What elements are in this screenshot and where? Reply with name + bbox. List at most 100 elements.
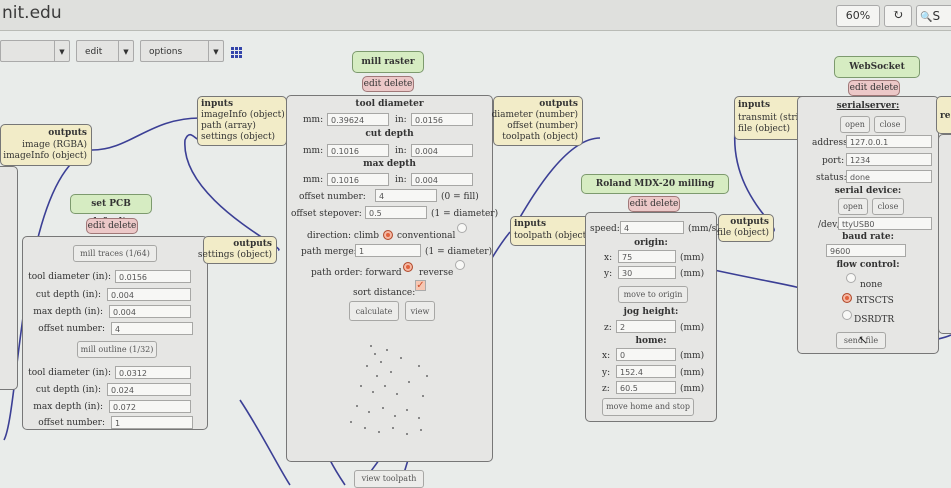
speed-field[interactable]: 4 (620, 221, 684, 234)
calculate-button[interactable]: calculate (349, 301, 399, 321)
tool-diameter-in-field[interactable]: 0.0156 (411, 113, 473, 126)
offset-number-field[interactable]: 4 (375, 189, 437, 202)
origin-y-field[interactable]: 30 (618, 266, 676, 279)
serialserver-open-button[interactable]: open (840, 116, 870, 133)
serial-device-open-button[interactable]: open (838, 198, 868, 215)
jog-height-heading: jog height: (623, 307, 679, 317)
speed-label: speed: (590, 224, 620, 234)
offset-number-field[interactable]: 4 (111, 322, 193, 335)
path-order-reverse-radio[interactable] (455, 260, 465, 270)
direction-conventional-radio[interactable] (457, 223, 467, 233)
serial-device-close-button[interactable]: close (872, 198, 904, 215)
home-z-field[interactable]: 60.5 (616, 381, 676, 394)
move-to-origin-button[interactable]: move to origin (618, 286, 688, 303)
dev-field[interactable]: ttyUSB0 (838, 217, 932, 230)
flow-dsrdtr-radio[interactable] (842, 310, 852, 320)
tool-diameter-field-2[interactable]: 0.0312 (115, 366, 191, 379)
tool-diameter-mm-field[interactable]: 0.39624 (327, 113, 389, 126)
inputs-heading: inputs (738, 100, 771, 110)
tool-diameter-field[interactable]: 0.0156 (115, 270, 191, 283)
options-select[interactable]: options▼ (140, 40, 224, 62)
set-pcb-outputs-panel: outputs settings (object) (198, 236, 277, 264)
max-depth-in-field[interactable]: 0.004 (411, 173, 473, 186)
home-heading: home: (635, 336, 667, 346)
zoom-level-button[interactable]: 60% (836, 5, 880, 27)
offset-number-hint: (0 = fill) (441, 192, 479, 202)
roland-mdx20-panel: speed: 4 (mm/s) origin: x: 75 (mm) y: 30… (585, 212, 720, 422)
mm-unit: (mm) (680, 253, 705, 263)
output-port-image[interactable]: image (RGBA) (22, 140, 87, 150)
websocket-serial-title[interactable]: WebSocket serial (834, 56, 920, 92)
output-port-imageinfo[interactable]: imageInfo (object) (3, 151, 87, 161)
cut-depth-field-2[interactable]: 0.024 (107, 383, 191, 396)
path-merge-field[interactable]: 1 (355, 244, 421, 257)
cut-depth-in-field[interactable]: 0.004 (411, 144, 473, 157)
offset-stepover-field[interactable]: 0.5 (365, 206, 427, 219)
edit-select[interactable]: edit▼ (76, 40, 134, 62)
cut-depth-mm-field[interactable]: 0.1016 (327, 144, 389, 157)
in-label: in: (395, 175, 407, 185)
search-field[interactable]: 🔍S (916, 5, 951, 27)
direction-climb-radio[interactable] (383, 230, 393, 240)
view-toolpath-button[interactable]: view toolpath (354, 470, 424, 488)
input-port-transmit[interactable]: transmit (string) (738, 113, 814, 123)
mm-unit: (mm) (680, 384, 705, 394)
flow-rtscts-radio[interactable] (842, 293, 852, 303)
output-port-settings[interactable]: settings (object) (197, 250, 272, 260)
home-x-field[interactable]: 0 (616, 348, 676, 361)
input-port-file[interactable]: file (object) (738, 124, 791, 134)
reload-icon[interactable]: ↻ (884, 5, 912, 27)
home-y-field[interactable]: 152.4 (616, 365, 676, 378)
mill-raster-edit-delete-button[interactable]: edit delete (362, 76, 414, 92)
grid-icon[interactable] (231, 47, 243, 59)
dev-label: /dev/ (818, 220, 841, 230)
mill-traces-button[interactable]: mill traces (1/64) (73, 245, 157, 262)
set-pcb-edit-delete-button[interactable]: edit delete (86, 218, 138, 234)
mill-raster-2d-title[interactable]: mill raster 2D (352, 51, 424, 87)
address-bar-url[interactable]: nit.edu (2, 3, 62, 23)
port-field[interactable]: 1234 (846, 153, 932, 166)
mm-label: mm: (303, 115, 324, 125)
y-label: y: (602, 368, 611, 378)
sort-distance-checkbox[interactable]: ✓ (415, 280, 426, 291)
baud-rate-field[interactable]: 9600 (826, 244, 906, 257)
input-port-path[interactable]: path (array) (201, 121, 256, 131)
x-label: x: (602, 351, 611, 361)
module-select[interactable]: ▼ (0, 40, 70, 62)
mill-raster-outputs-panel: outputs diameter (number) offset (number… (491, 96, 583, 146)
jog-z-field[interactable]: 2 (616, 320, 676, 333)
move-home-and-stop-button[interactable]: move home and stop (602, 398, 694, 416)
input-port-settings[interactable]: settings (object) (201, 132, 276, 142)
offset-stepover-label: offset stepover: (291, 209, 362, 219)
max-depth-field[interactable]: 0.004 (109, 305, 191, 318)
flow-rtscts-label: RTSCTS (856, 296, 894, 306)
max-depth-mm-field[interactable]: 0.1016 (327, 173, 389, 186)
roland-mdx20-title[interactable]: Roland MDX-20 milling machine (581, 174, 729, 207)
search-icon: 🔍 (920, 12, 933, 23)
max-depth-field-2[interactable]: 0.072 (109, 400, 191, 413)
serialserver-close-button[interactable]: close (874, 116, 906, 133)
right-edge-fragment: re (940, 111, 951, 121)
cut-depth-field[interactable]: 0.004 (107, 288, 191, 301)
path-order-forward-radio[interactable] (403, 262, 413, 272)
y-label: y: (604, 269, 613, 279)
roland-edit-delete-button[interactable]: edit delete (628, 196, 680, 212)
output-port-diameter[interactable]: diameter (number) (491, 110, 578, 120)
flow-control-heading: flow control: (836, 260, 900, 270)
mill-outline-button[interactable]: mill outline (1/32) (77, 341, 157, 358)
output-port-toolpath[interactable]: toolpath (object) (502, 132, 578, 142)
origin-x-field[interactable]: 75 (618, 250, 676, 263)
view-button[interactable]: view (405, 301, 435, 321)
websocket-edit-delete-button[interactable]: edit delete (848, 80, 900, 96)
output-port-file[interactable]: file (object) (716, 228, 769, 238)
send-file-button[interactable]: send file (836, 332, 886, 349)
offset-number-label-2: offset number: (38, 418, 105, 428)
address-field[interactable]: 127.0.0.1 (846, 135, 932, 148)
input-port-toolpath[interactable]: toolpath (object) (514, 231, 590, 241)
output-port-offset[interactable]: offset (number) (507, 121, 578, 131)
set-pcb-defaults-title[interactable]: set PCB defaults (70, 194, 152, 227)
flow-none-radio[interactable] (846, 273, 856, 283)
edit-select-label: edit (85, 47, 103, 57)
offset-number-field-2[interactable]: 1 (111, 416, 193, 429)
input-port-imageinfo[interactable]: imageInfo (object) (201, 110, 285, 120)
